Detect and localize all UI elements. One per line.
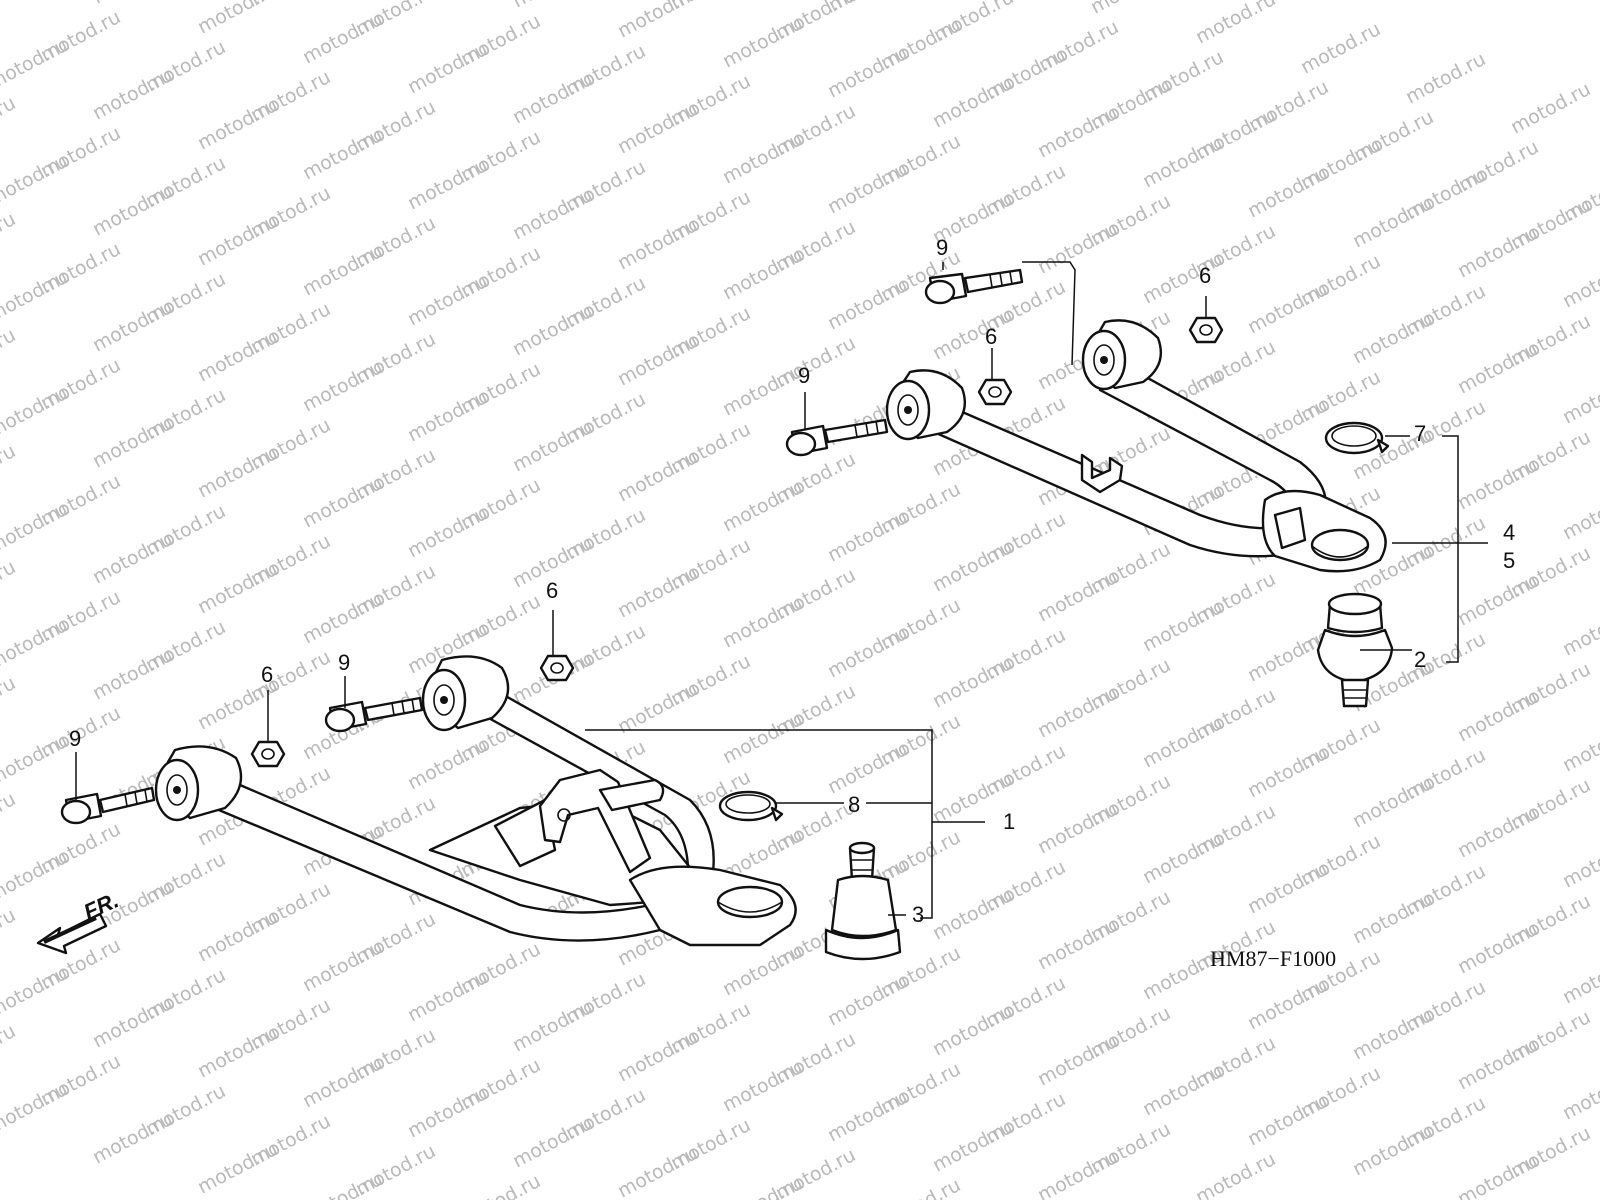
callout-8: 8 [848,792,860,817]
bolt-9-upper-front[interactable] [785,418,889,457]
bolt-9-lower-rear[interactable] [324,696,424,733]
leader-lines [75,261,1488,919]
nut-6-upper-rear[interactable] [1188,316,1224,344]
bolt-9-lower-front[interactable] [60,786,156,825]
callout-2: 2 [1414,647,1426,672]
diagram-code: HM87−F1000 [1210,946,1336,971]
lower-arm[interactable] [154,655,797,947]
callout-6-upper-rear: 6 [1199,263,1211,288]
callout-6-upper-front: 6 [985,324,997,349]
callout-9-upper-rear: 9 [936,235,948,260]
ball-joint-2[interactable] [1316,592,1394,708]
front-direction-arrow: FR. [36,887,122,955]
nut-6-lower-front[interactable] [250,740,286,768]
callout-3: 3 [912,902,924,927]
callout-5: 5 [1503,548,1515,573]
bolt-9-upper-rear[interactable] [924,268,1024,305]
callout-9-lower-rear: 9 [338,650,350,675]
callout-9-lower-front: 9 [69,726,81,751]
upper-arm[interactable] [885,319,1387,573]
circlip-7[interactable] [1324,421,1390,455]
callouts: 1 2 3 4 5 6 6 6 6 7 8 9 9 9 9 [69,235,1515,927]
callout-7: 7 [1414,421,1426,446]
circlip-8[interactable] [718,790,784,822]
callout-6-lower-rear: 6 [546,578,558,603]
callout-9-upper-front: 9 [798,363,810,388]
nut-6-upper-front[interactable] [977,378,1013,406]
ball-joint-3[interactable] [824,841,902,961]
nut-6-lower-rear[interactable] [539,654,575,682]
callout-4: 4 [1503,520,1515,545]
callout-6-lower-front: 6 [261,662,273,687]
callout-1: 1 [1003,809,1015,834]
